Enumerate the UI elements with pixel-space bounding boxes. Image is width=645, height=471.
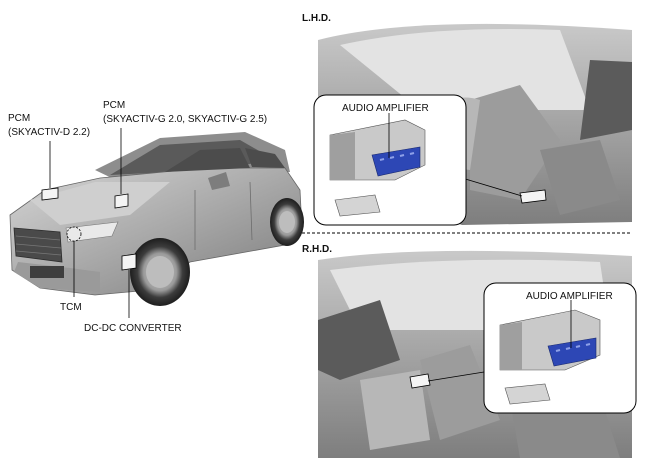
rhd-heading: R.H.D. [302,244,332,255]
tcm-label: TCM [60,302,82,313]
pcm-diesel-engine-label: (SKYACTIV-D 2.2) [8,127,90,138]
pcm-diesel-label: PCM [8,113,30,124]
pcm-diesel-marker [41,141,59,201]
dcdc-converter-marker [121,253,137,318]
vehicle-illustration [9,132,304,306]
lhd-amplifier-callout [313,94,467,226]
rhd-amplifier-callout [483,282,637,414]
pcm-gas-label: PCM [103,100,125,111]
pcm-gas-marker [114,128,129,209]
tcm-marker [66,226,82,297]
dcdc-converter-label: DC-DC CONVERTER [84,323,182,334]
rhd-audio-amplifier-label: AUDIO AMPLIFIER [526,291,613,302]
pcm-gas-engine-label: (SKYACTIV-G 2.0, SKYACTIV-G 2.5) [103,114,267,125]
lhd-heading: L.H.D. [302,13,331,24]
lhd-audio-amplifier-label: AUDIO AMPLIFIER [342,103,429,114]
